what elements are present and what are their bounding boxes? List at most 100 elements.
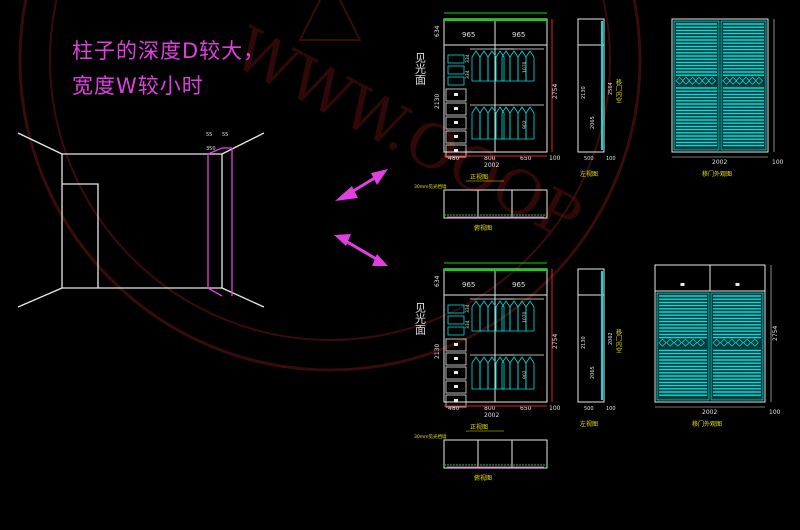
clothes-pile — [447, 315, 465, 325]
garment — [479, 106, 489, 140]
light-side-label: 见光面 — [414, 302, 427, 335]
garment — [495, 106, 505, 140]
door-pattern — [696, 338, 705, 347]
note-line-1: 柱子的深度D较大， — [72, 39, 266, 63]
door-width-dim: 2002 — [702, 409, 717, 416]
side-dim-3: 2062 — [608, 332, 614, 345]
side-note: 移门内空 — [615, 78, 622, 103]
door-pattern — [673, 338, 682, 347]
front-drawer — [445, 88, 467, 102]
clothes-pile — [447, 76, 465, 86]
dim-width-right: 965 — [512, 281, 525, 289]
clothes-pile — [447, 65, 465, 75]
garment — [525, 106, 535, 140]
door-pattern — [741, 76, 751, 85]
dim-inner-3: 1070 — [522, 61, 528, 73]
light-side-label: 见光面 — [414, 52, 427, 85]
front-drawer — [445, 130, 467, 144]
door-pattern — [675, 76, 684, 85]
door-pattern — [750, 338, 759, 347]
door-pattern — [701, 76, 710, 85]
side-view-label: 左视图 — [580, 420, 598, 428]
front-drawer — [445, 102, 467, 116]
door-view-label: 移门外观图 — [702, 170, 732, 178]
front-drawer — [445, 394, 467, 408]
side-dim-width: 500 — [584, 156, 594, 162]
garment — [509, 356, 519, 390]
garment — [471, 356, 481, 390]
side-dim-base: 100 — [606, 156, 616, 162]
garment — [525, 50, 535, 82]
watermark-text: WWW.OOOP — [222, 14, 592, 255]
plan-frame — [443, 439, 548, 469]
door-pattern — [712, 338, 721, 347]
room-sketch — [17, 132, 265, 308]
door-pattern — [689, 338, 698, 347]
side-dim-base: 100 — [606, 406, 616, 412]
door-pattern — [694, 76, 704, 85]
garment — [495, 50, 505, 82]
garment — [509, 106, 519, 140]
plan-note: 30mm见光挡墙 — [414, 433, 447, 440]
garment — [487, 356, 497, 390]
garment — [501, 106, 511, 140]
garment — [509, 300, 519, 332]
plan-frame — [443, 189, 548, 219]
side-dim-1: 2130 — [581, 86, 587, 99]
door-pattern — [658, 338, 667, 347]
garment — [517, 50, 527, 82]
side-dim-1: 2130 — [581, 336, 587, 349]
garment — [525, 356, 535, 390]
door-pattern — [754, 76, 764, 85]
dim-inner-1: 334 — [465, 54, 471, 63]
drawer-handle — [454, 93, 458, 96]
side-dim-2: 2065 — [590, 366, 596, 379]
dim-inner-2: 334 — [465, 70, 471, 79]
drawer-handle — [454, 121, 458, 124]
front-drawer — [445, 116, 467, 130]
drawer-handle — [454, 371, 458, 374]
garment — [479, 356, 489, 390]
front-view-label: 正视图 — [470, 173, 488, 181]
dim-inner-4: 902 — [522, 370, 528, 379]
garment — [487, 300, 497, 332]
dim-height-top: 634 — [434, 25, 441, 37]
dim-height-body: 2130 — [434, 94, 441, 109]
side-dim-2: 2065 — [590, 116, 596, 129]
door-pattern — [735, 338, 744, 347]
garment — [501, 300, 511, 332]
garment — [501, 356, 511, 390]
front-view-label: 正视图 — [470, 423, 488, 431]
side-dim-width: 500 — [584, 406, 594, 412]
door-pattern — [707, 76, 717, 85]
dim-total-width: 2002 — [484, 412, 499, 419]
dim-bottom-3: 650 — [520, 405, 532, 412]
note-line-2: 宽度W较小时 — [72, 74, 204, 98]
door-pattern — [688, 76, 697, 85]
side-door-track — [601, 271, 603, 400]
door-top-handle — [680, 283, 685, 286]
garment — [525, 300, 535, 332]
front-drawer — [445, 366, 467, 380]
dim-bottom-4: 100 — [549, 405, 561, 412]
dim-height-top: 634 — [434, 275, 441, 287]
garment — [487, 50, 497, 82]
door-pattern — [722, 76, 731, 85]
dim-bottom-2: 800 — [484, 405, 496, 412]
garment — [517, 356, 527, 390]
door-pattern — [748, 76, 757, 85]
side-frame — [577, 268, 605, 403]
clothes-pile — [447, 54, 465, 64]
dim-bottom-4: 100 — [549, 155, 561, 162]
garment — [471, 106, 481, 140]
front-drawer — [445, 352, 467, 366]
door-top-handle — [735, 283, 740, 286]
dim-width-left: 965 — [462, 281, 475, 289]
plan-note: 30mm见光挡墙 — [414, 183, 447, 190]
dim-bottom-2: 800 — [484, 155, 496, 162]
drawer-handle — [454, 357, 458, 360]
double-arrow-top — [335, 169, 388, 201]
top-view-label: 俯视图 — [474, 224, 492, 232]
